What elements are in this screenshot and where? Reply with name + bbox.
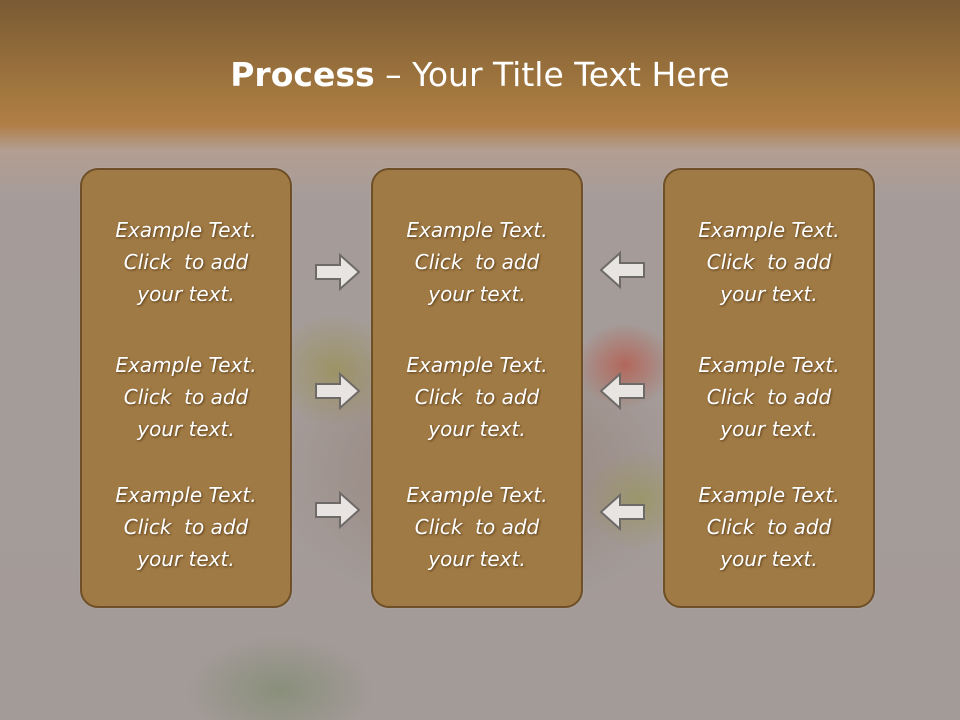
text-line: Click to add — [123, 515, 249, 539]
text-line: Click to add — [706, 250, 832, 274]
right-arrow-icon[interactable] — [314, 490, 362, 530]
left-arrow-icon[interactable] — [598, 492, 646, 532]
text-placeholder[interactable]: Example Text. Click to add your text. — [373, 479, 581, 575]
text-line: Example Text. — [406, 353, 548, 377]
text-line: your text. — [137, 282, 235, 306]
text-placeholder[interactable]: Example Text. Click to add your text. — [82, 214, 290, 310]
text-line: your text. — [428, 417, 526, 441]
text-placeholder[interactable]: Example Text. Click to add your text. — [82, 349, 290, 445]
text-placeholder[interactable]: Example Text. Click to add your text. — [82, 479, 290, 575]
text-line: Click to add — [414, 250, 540, 274]
text-line: your text. — [720, 282, 818, 306]
process-box-right[interactable]: Example Text. Click to add your text. Ex… — [663, 168, 875, 608]
right-arrow-icon[interactable] — [314, 371, 362, 411]
left-arrow-icon[interactable] — [598, 371, 646, 411]
text-line: your text. — [428, 547, 526, 571]
text-line: your text. — [720, 547, 818, 571]
text-line: Click to add — [706, 385, 832, 409]
text-line: Example Text. — [115, 483, 257, 507]
text-line: your text. — [720, 417, 818, 441]
text-line: Click to add — [706, 515, 832, 539]
text-line: Example Text. — [406, 483, 548, 507]
left-arrow-icon[interactable] — [598, 250, 646, 290]
text-line: Example Text. — [698, 218, 840, 242]
text-placeholder[interactable]: Example Text. Click to add your text. — [665, 479, 873, 575]
process-box-left[interactable]: Example Text. Click to add your text. Ex… — [80, 168, 292, 608]
text-line: your text. — [428, 282, 526, 306]
text-line: Example Text. — [406, 218, 548, 242]
text-line: Click to add — [123, 250, 249, 274]
text-placeholder[interactable]: Example Text. Click to add your text. — [665, 349, 873, 445]
text-line: Example Text. — [698, 353, 840, 377]
slide-title[interactable]: Process – Your Title Text Here — [0, 55, 960, 94]
text-placeholder[interactable]: Example Text. Click to add your text. — [373, 214, 581, 310]
title-bar: Process – Your Title Text Here — [0, 0, 960, 150]
text-line: your text. — [137, 547, 235, 571]
text-line: Click to add — [414, 385, 540, 409]
title-rest-text: – Your Title Text Here — [374, 55, 730, 94]
title-bold-text: Process — [230, 55, 375, 94]
text-line: Click to add — [123, 385, 249, 409]
process-box-center[interactable]: Example Text. Click to add your text. Ex… — [371, 168, 583, 608]
text-line: Click to add — [414, 515, 540, 539]
text-line: Example Text. — [115, 218, 257, 242]
text-line: your text. — [137, 417, 235, 441]
text-line: Example Text. — [115, 353, 257, 377]
text-placeholder[interactable]: Example Text. Click to add your text. — [665, 214, 873, 310]
text-line: Example Text. — [698, 483, 840, 507]
right-arrow-icon[interactable] — [314, 252, 362, 292]
text-placeholder[interactable]: Example Text. Click to add your text. — [373, 349, 581, 445]
